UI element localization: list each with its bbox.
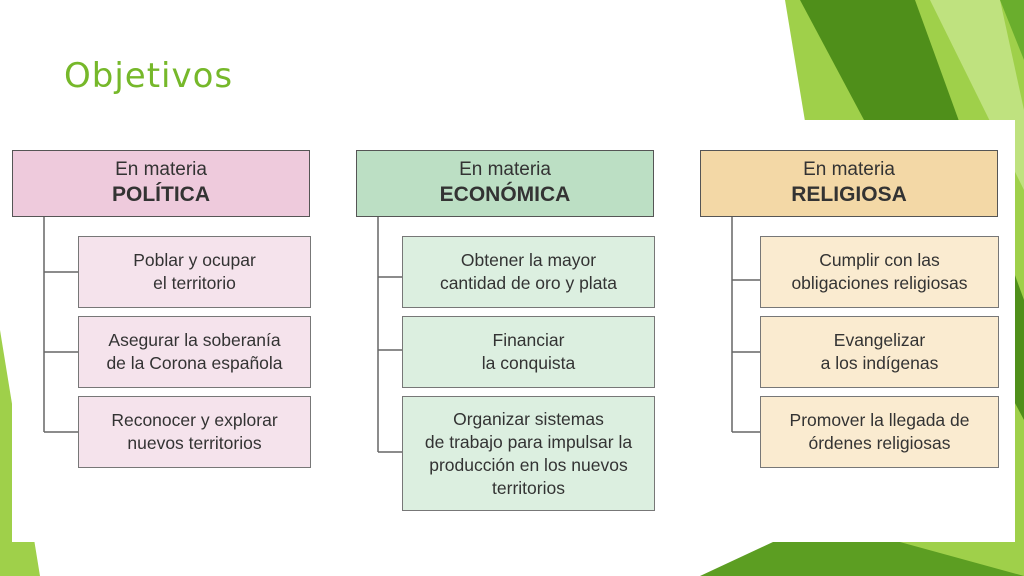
objective-item: Evangelizar a los indígenas: [760, 316, 999, 388]
objective-item: Cumplir con las obligaciones religiosas: [760, 236, 999, 308]
objective-item: Obtener la mayor cantidad de oro y plata: [402, 236, 655, 308]
header-religiosa: En materia RELIGIOSA: [700, 150, 998, 217]
right-decoration-shape: [1000, 0, 1024, 60]
objective-item: Reconocer y explorar nuevos territorios: [78, 396, 311, 468]
objectives-diagram: En materia POLÍTICA Poblar y ocupar el t…: [12, 120, 1015, 542]
connector-lines: [43, 217, 78, 433]
column-economica: En materia ECONÓMICA Obtener la mayor ca…: [356, 120, 656, 542]
header-title: POLÍTICA: [112, 182, 210, 206]
column-religiosa: En materia RELIGIOSA Cumplir con las obl…: [700, 120, 1000, 542]
connector-lines: [377, 217, 402, 453]
objective-item: Promover la llegada de órdenes religiosa…: [760, 396, 999, 468]
header-economica: En materia ECONÓMICA: [356, 150, 654, 217]
connector-lines: [731, 217, 760, 433]
column-politica: En materia POLÍTICA Poblar y ocupar el t…: [12, 120, 312, 542]
objective-item: Financiar la conquista: [402, 316, 655, 388]
page-title: Objetivos: [64, 56, 234, 96]
header-small-text: En materia: [115, 158, 207, 180]
header-small-text: En materia: [459, 158, 551, 180]
header-politica: En materia POLÍTICA: [12, 150, 310, 217]
objective-item: Poblar y ocupar el territorio: [78, 236, 311, 308]
header-title: ECONÓMICA: [439, 182, 571, 206]
bottom-decoration-shape: [700, 520, 1024, 576]
header-small-text: En materia: [803, 158, 895, 180]
objective-item: Asegurar la soberanía de la Corona españ…: [78, 316, 311, 388]
objective-item: Organizar sistemas de trabajo para impul…: [402, 396, 655, 511]
header-title: RELIGIOSA: [791, 182, 907, 206]
